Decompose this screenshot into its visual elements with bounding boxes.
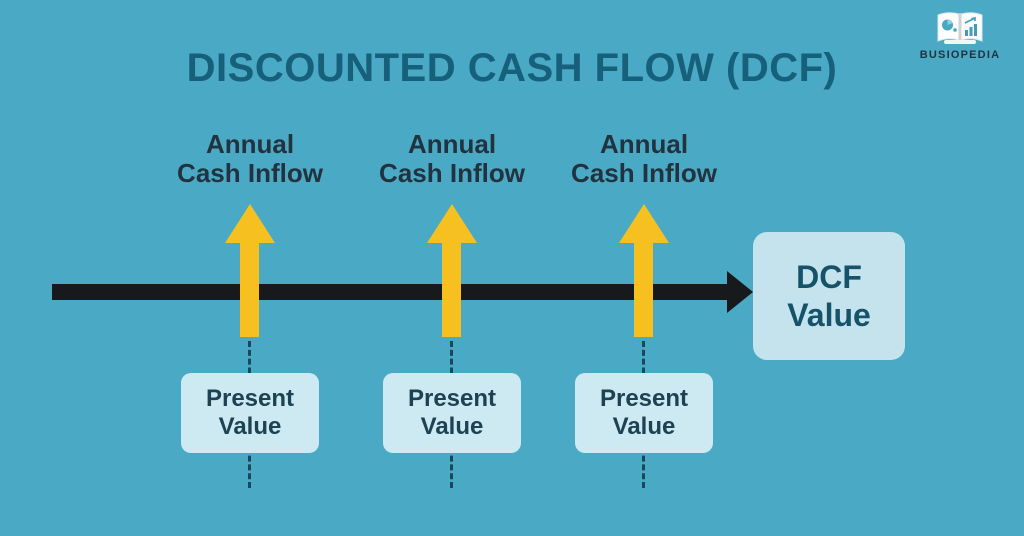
inflow-label-line1: Annual [599, 129, 689, 159]
pv-box-line2: Value [218, 413, 282, 440]
inflow-label-line1: Annual [205, 129, 295, 159]
page-title: DISCOUNTED CASH FLOW (DCF) [186, 46, 838, 90]
dcf-value-box: DCF Value [753, 232, 905, 360]
up-arrow-icon [427, 204, 477, 243]
inflow-label-line1: Annual [407, 129, 497, 159]
dcf-box-line2: Value [787, 297, 871, 333]
present-value-box: Present Value [181, 373, 319, 453]
timeline-arrow-shaft [52, 284, 727, 300]
brand-name: BUSIOPEDIA [919, 49, 1001, 61]
up-arrow-stem [240, 242, 259, 337]
inflow-label-line2: Cash Inflow [571, 158, 717, 188]
inflow-label-line2: Cash Inflow [379, 158, 525, 188]
open-book-chart-icon [910, 10, 1010, 46]
pv-box-line1: Present [599, 385, 689, 412]
pv-box-line1: Present [205, 385, 295, 412]
cash-flow-column-2: Annual Cash Inflow Present Value [352, 130, 552, 492]
annual-cash-inflow-label: Annual Cash Inflow [544, 130, 744, 188]
up-arrow-icon [619, 204, 669, 243]
dcf-box-line1: DCF [796, 259, 862, 295]
pv-box-line2: Value [612, 413, 676, 440]
timeline-arrowhead-icon [727, 271, 753, 313]
up-arrow-stem [634, 242, 653, 337]
cash-flow-column-3: Annual Cash Inflow Present Value [544, 130, 744, 492]
up-arrow-stem [442, 242, 461, 337]
present-value-box: Present Value [383, 373, 521, 453]
up-arrow-icon [225, 204, 275, 243]
pv-box-line2: Value [420, 413, 484, 440]
inflow-label-line2: Cash Inflow [177, 158, 323, 188]
brand-logo: BUSIOPEDIA [910, 10, 1010, 61]
pv-box-line1: Present [407, 385, 497, 412]
annual-cash-inflow-label: Annual Cash Inflow [352, 130, 552, 188]
present-value-box: Present Value [575, 373, 713, 453]
cash-flow-column-1: Annual Cash Inflow Present Value [150, 130, 350, 492]
annual-cash-inflow-label: Annual Cash Inflow [150, 130, 350, 188]
